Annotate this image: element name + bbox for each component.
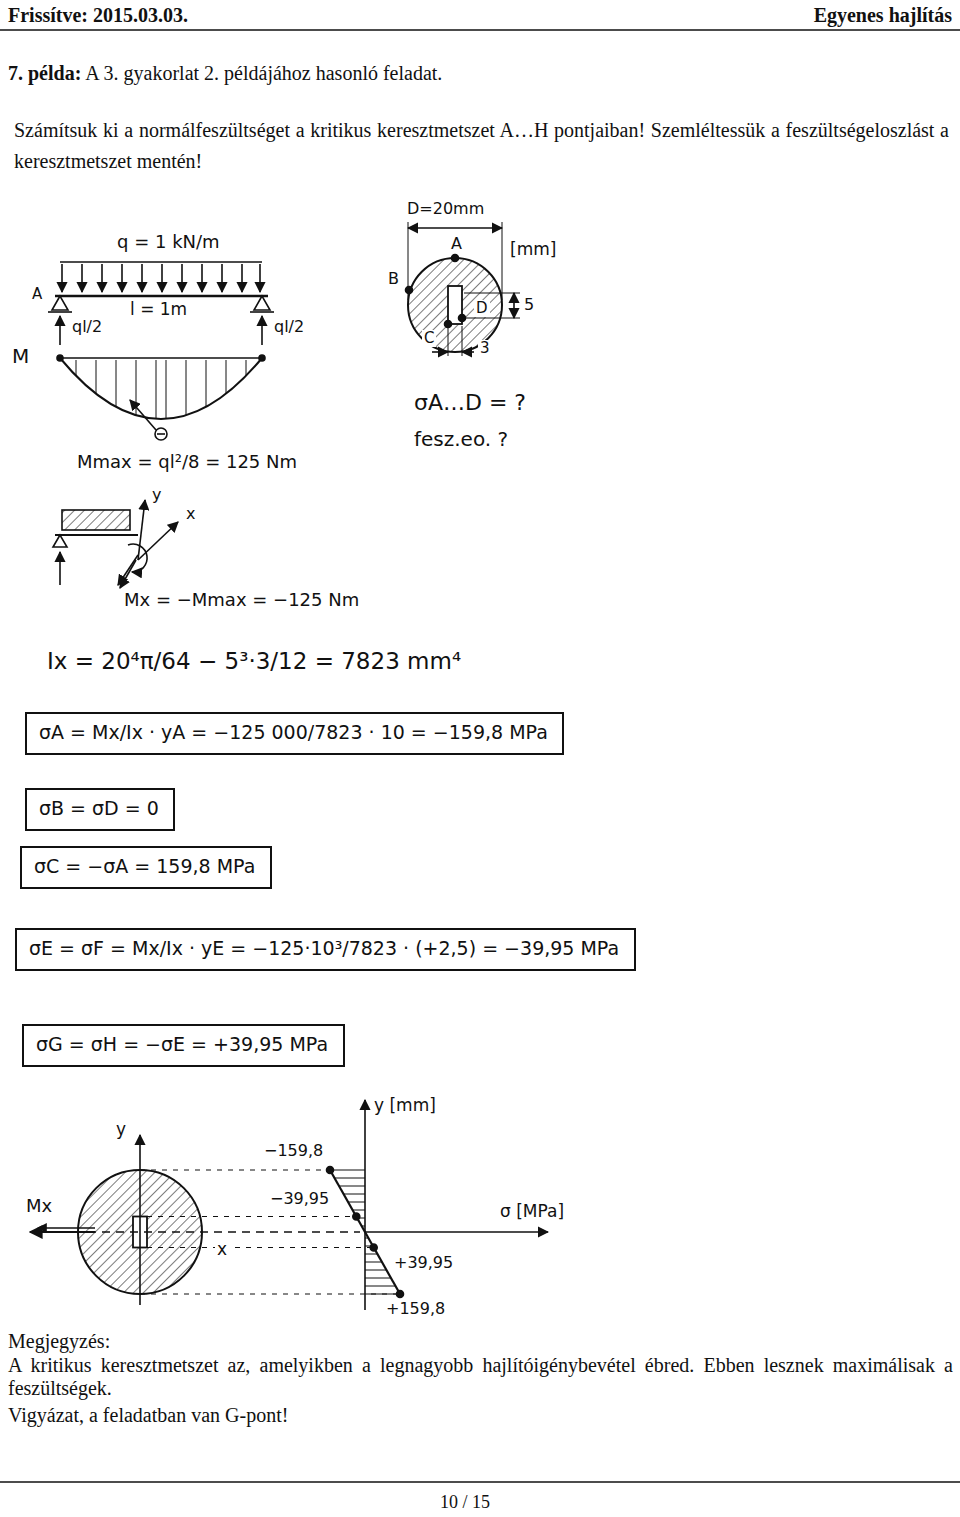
dimension-label: D=20mm [405, 200, 486, 218]
task-text: Számítsuk ki a normálfeszültséget a krit… [14, 115, 949, 177]
cross-section [406, 222, 521, 356]
stress-value: +39,95 [392, 1254, 455, 1272]
reaction-label: ql/2 [272, 318, 306, 336]
moment-value: Mmax = ql²/8 = 125 Nm [75, 452, 299, 473]
reaction-label: ql/2 [70, 318, 104, 336]
free-body-sketch [53, 500, 178, 588]
moment-diagram [57, 355, 265, 440]
point-label: B [386, 270, 401, 288]
header-date: Frissítve: 2015.03.03. [8, 4, 188, 27]
inertia-formula: Ix = 20⁴π/64 − 5³·3/12 = 7823 mm⁴ [45, 648, 463, 674]
result-equation: σB = σD = 0 [39, 797, 161, 820]
result-equation: σG = σH = −σE = +39,95 MPa [36, 1033, 331, 1056]
moment-label: M [10, 345, 31, 368]
note-heading: Megjegyzés: [8, 1330, 110, 1353]
stress-value: −159,8 [262, 1142, 325, 1160]
length-label: l = 1m [128, 300, 189, 320]
title-part: 7. példa: [8, 62, 81, 84]
point-label: A [449, 235, 464, 253]
header-rule [0, 29, 960, 31]
result-equation: σC = −σA = 159,8 MPa [34, 855, 258, 878]
result-equation: σA = Mx/Ix · yA = −125 000/7823 · 10 = −… [39, 721, 550, 744]
stress-value: +159,8 [384, 1300, 447, 1318]
load-label: q = 1 kN/m [115, 232, 222, 253]
axis-label: σ [MPa] [498, 1202, 566, 1222]
result-box: σC = −σA = 159,8 MPa [20, 846, 272, 889]
stress-section [30, 1135, 400, 1305]
title-part: A 3. gyakorlat 2. példájához hasonló fel… [81, 62, 442, 84]
moment-value: Mx = −Mmax = −125 Nm [122, 590, 361, 611]
header-topic: Egyenes hajlítás [814, 4, 952, 27]
note-text: Vigyázat, a feladatban van G-pont! [8, 1404, 288, 1427]
question-label: σA…D = ? [412, 390, 528, 415]
point-label: C [422, 330, 436, 347]
result-box: σE = σF = Mx/Ix · yE = −125·10³/7823 · (… [15, 928, 636, 971]
result-equation: σE = σF = Mx/Ix · yE = −125·10³/7823 · (… [29, 937, 622, 960]
unit-label: [mm] [508, 240, 558, 260]
result-box: σA = Mx/Ix · yA = −125 000/7823 · 10 = −… [25, 712, 564, 755]
result-box: σG = σH = −σE = +39,95 MPa [22, 1024, 345, 1067]
axis-label: x [184, 505, 197, 523]
dimension-label: 3 [478, 340, 492, 357]
support-label: A [30, 286, 44, 303]
result-box: σB = σD = 0 [25, 788, 175, 831]
example-title: 7. példa: A 3. gyakorlat 2. példájához h… [8, 62, 442, 85]
stress-value: −39,95 [268, 1190, 331, 1208]
point-label: D [474, 300, 490, 317]
axis-label: x [215, 1240, 229, 1260]
axis-label: y [114, 1120, 128, 1140]
note-text: A kritikus keresztmetszet az, amelyikben… [8, 1354, 953, 1400]
moment-label: Mx [24, 1196, 54, 1217]
axis-label: y [150, 486, 163, 504]
axis-label: y [mm] [372, 1096, 438, 1116]
dimension-label: 5 [522, 296, 536, 314]
footer-rule [0, 1481, 960, 1483]
beam-drawing [48, 262, 274, 345]
page-number: 10 / 15 [440, 1492, 490, 1513]
question-label: fesz.eo. ? [412, 428, 510, 451]
